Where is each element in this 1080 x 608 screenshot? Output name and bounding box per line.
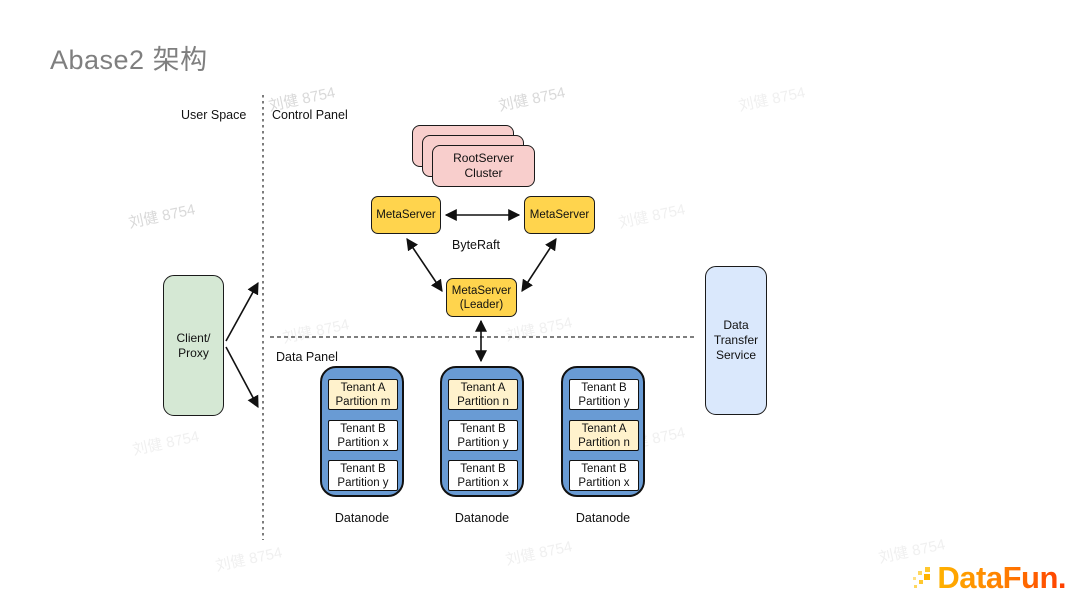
arrow-metaserver-right-leader	[521, 237, 557, 293]
metaserver-right-node: MetaServer	[524, 196, 595, 234]
partition: Tenant B Partition y	[448, 420, 518, 451]
data-transfer-service-node: Data Transfer Service	[705, 266, 767, 415]
datafun-logo-dots-icon	[913, 567, 931, 588]
arrow-metaserver-left-leader	[406, 238, 443, 292]
partition: Tenant B Partition x	[569, 460, 639, 491]
partition: Tenant A Partition n	[448, 379, 518, 410]
datafun-logo: DataFun.	[911, 556, 1066, 600]
datanode-label: Datanode	[334, 511, 390, 525]
control-panel-label: Control Panel	[272, 108, 348, 122]
partition: Tenant B Partition x	[448, 460, 518, 491]
arrow-client-data-panel	[225, 346, 259, 409]
rootserver-cluster-node: RootServer Cluster	[432, 145, 535, 187]
datanode-2: Tenant A Partition n Tenant B Partition …	[440, 366, 524, 497]
metaserver-left-node: MetaServer	[371, 196, 441, 234]
datanode-3: Tenant B Partition y Tenant A Partition …	[561, 366, 645, 497]
datafun-logo-text: DataFun.	[937, 560, 1066, 595]
metaserver-leader-node: MetaServer (Leader)	[446, 278, 517, 317]
user-space-label: User Space	[181, 108, 247, 122]
datanode-1: Tenant A Partition m Tenant B Partition …	[320, 366, 404, 497]
datanode-label: Datanode	[575, 511, 631, 525]
partition: Tenant B Partition y	[569, 379, 639, 410]
arrow-client-control-panel	[225, 281, 259, 342]
partition: Tenant B Partition y	[328, 460, 398, 491]
datanode-label: Datanode	[454, 511, 510, 525]
client-proxy-node: Client/ Proxy	[163, 275, 224, 416]
byteraft-label: ByteRaft	[452, 238, 500, 252]
partition: Tenant A Partition m	[328, 379, 398, 410]
partition: Tenant A Partition n	[569, 420, 639, 451]
partition: Tenant B Partition x	[328, 420, 398, 451]
data-panel-label: Data Panel	[276, 350, 338, 364]
page-title: Abase2 架构	[50, 45, 208, 75]
